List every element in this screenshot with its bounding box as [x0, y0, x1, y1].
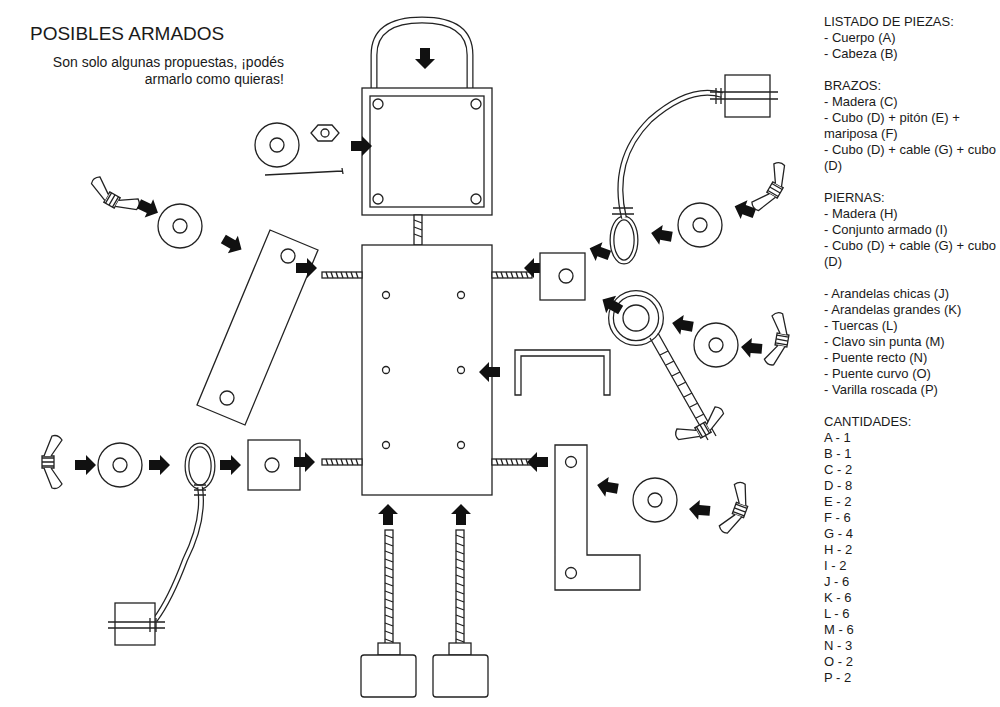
parts-list-item: - Cubo (D) + pitón (E) + mariposa (F): [824, 110, 996, 142]
parts-list-item: D - 8: [824, 478, 996, 494]
parts-list-item: F - 6: [824, 510, 996, 526]
parts-list-item: C - 2: [824, 462, 996, 478]
parts-list-item: H - 2: [824, 542, 996, 558]
subtitle-note: Son solo algunas propuestas, ¡podés arma…: [22, 54, 284, 88]
parts-list-item: G - 4: [824, 526, 996, 542]
list-heading: BRAZOS:: [824, 78, 996, 94]
parts-list-item: - Varilla roscada (P): [824, 382, 996, 398]
parts-list-item: E - 2: [824, 494, 996, 510]
parts-list-item: - Cuerpo (A): [824, 30, 996, 46]
parts-list-item: - Cabeza (B): [824, 46, 996, 62]
parts-list-item: - Puente curvo (O): [824, 366, 996, 382]
parts-list-item: P - 2: [824, 670, 996, 686]
parts-list-item: - Puente recto (N): [824, 350, 996, 366]
diagram-title: POSIBLES ARMADOS: [30, 22, 224, 46]
parts-list-item: N - 3: [824, 638, 996, 654]
parts-list-item: I - 2: [824, 558, 996, 574]
parts-list-item: K - 6: [824, 590, 996, 606]
list-heading: CANTIDADES:: [824, 414, 996, 430]
parts-list-item: - Cubo (D) + cable (G) + cubo (D): [824, 142, 996, 174]
parts-list-item: - Arandelas chicas (J): [824, 286, 996, 302]
parts-list-item: A - 1: [824, 430, 996, 446]
parts-list-item: J - 6: [824, 574, 996, 590]
list-heading: PIERNAS:: [824, 190, 996, 206]
parts-list-item: M - 6: [824, 622, 996, 638]
parts-list-item: - Tuercas (L): [824, 318, 996, 334]
list-heading: LISTADO DE PIEZAS:: [824, 14, 996, 30]
parts-list-item: - Madera (C): [824, 94, 996, 110]
parts-list-item: - Madera (H): [824, 206, 996, 222]
parts-list-item: L - 6: [824, 606, 996, 622]
parts-list-item: - Clavo sin punta (M): [824, 334, 996, 350]
parts-list-item: - Cubo (D) + cable (G) + cubo (D): [824, 238, 996, 270]
parts-list-item: B - 1: [824, 446, 996, 462]
parts-list-item: - Arandelas grandes (K): [824, 302, 996, 318]
parts-list-item: O - 2: [824, 654, 996, 670]
parts-list-item: - Conjunto armado (I): [824, 222, 996, 238]
